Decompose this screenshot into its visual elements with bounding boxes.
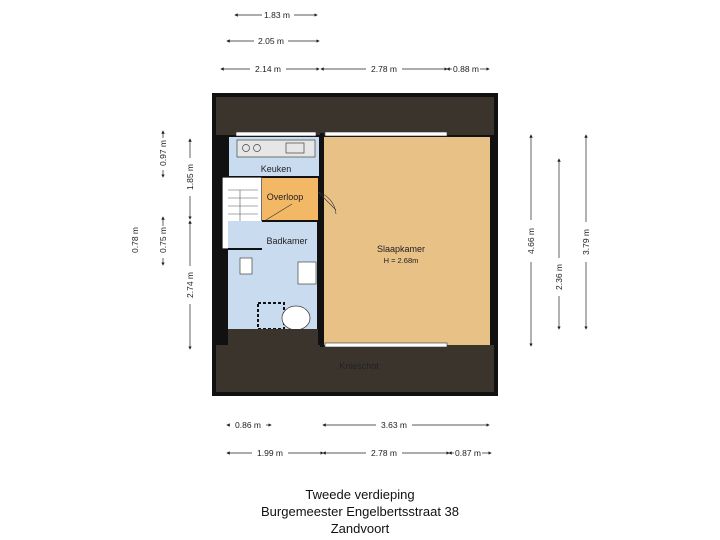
kitchen-counter [236,139,316,158]
slaapkamer-label: Slaapkamer [377,244,425,254]
door-swing [317,191,337,215]
dim-left-d: 0.75 m [158,227,168,253]
dimensions-top [220,13,490,71]
hob-ring [253,144,261,152]
dim-left-e: 2.74 m [185,272,195,298]
dim-top-2: 2.05 m [258,36,284,46]
dim-right-c: 3.79 m [581,229,591,255]
slaapkamer-floor [324,137,490,345]
dimensions-left [161,130,192,350]
dim-bottom-1-right: 3.63 m [381,420,407,430]
slaapkamer-height: H = 2.68m [384,256,419,265]
address-city: Zandvoort [330,521,390,536]
window-bottom [324,342,448,348]
dim-top-1: 1.83 m [264,10,290,20]
dim-left-a: 0.97 m [158,140,168,166]
dim-right-b: 2.36 m [554,264,564,290]
window-top [324,131,448,137]
overloop-label: Overloop [267,192,304,202]
overloop-floor [262,178,318,220]
bath-lower-zone [228,329,318,345]
keuken-label: Keuken [261,164,292,174]
dim-bottom-2-mid: 2.78 m [371,448,397,458]
knieschot-label: Knieschot [339,361,379,371]
washbasin [297,261,317,285]
toilet [239,257,253,275]
knieschot-top [216,97,494,135]
dimensions-right [529,134,588,347]
kitchen-sink [285,142,305,154]
dim-left-b: 1.85 m [185,164,195,190]
badkamer-label: Badkamer [266,236,307,246]
dim-top-3-right: 0.88 m [453,64,479,74]
dim-top-3-left: 2.14 m [255,64,281,74]
window-kitchen [235,131,317,137]
dim-bottom-2-right: 0.87 m [455,448,481,458]
dim-left-c: 0.78 m [130,227,140,253]
hob-ring [242,144,250,152]
knieschot-bottom [216,345,494,392]
dim-bottom-2-left: 1.99 m [257,448,283,458]
dim-right-a: 4.66 m [526,228,536,254]
dim-top-3-mid: 2.78 m [371,64,397,74]
address-street: Burgemeester Engelbertsstraat 38 [261,504,459,519]
door-swing [265,203,293,221]
dim-bottom-1-left: 0.86 m [235,420,261,430]
dimensions-bottom [226,423,492,455]
slaapkamer-inner-wall [320,133,324,347]
bathtub-round [281,305,311,331]
floor-title: Tweede verdieping [305,487,415,502]
